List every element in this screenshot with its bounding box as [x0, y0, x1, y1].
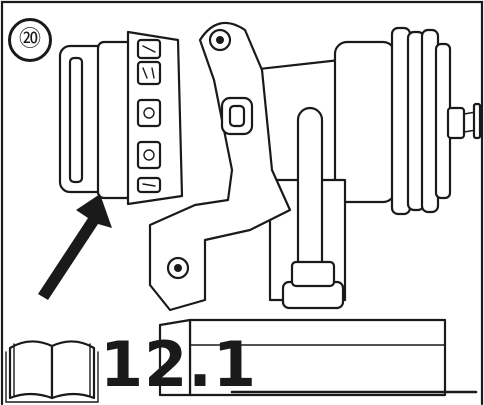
open-book-icon	[5, 340, 99, 403]
selector-ring-assembly	[58, 30, 184, 206]
pointer-arrow-icon	[38, 194, 112, 300]
clamp-lever	[148, 21, 292, 312]
step-number-badge: ⑳	[8, 18, 52, 62]
base-stand	[158, 106, 447, 397]
manual-section-reference: 12.1	[100, 328, 257, 401]
